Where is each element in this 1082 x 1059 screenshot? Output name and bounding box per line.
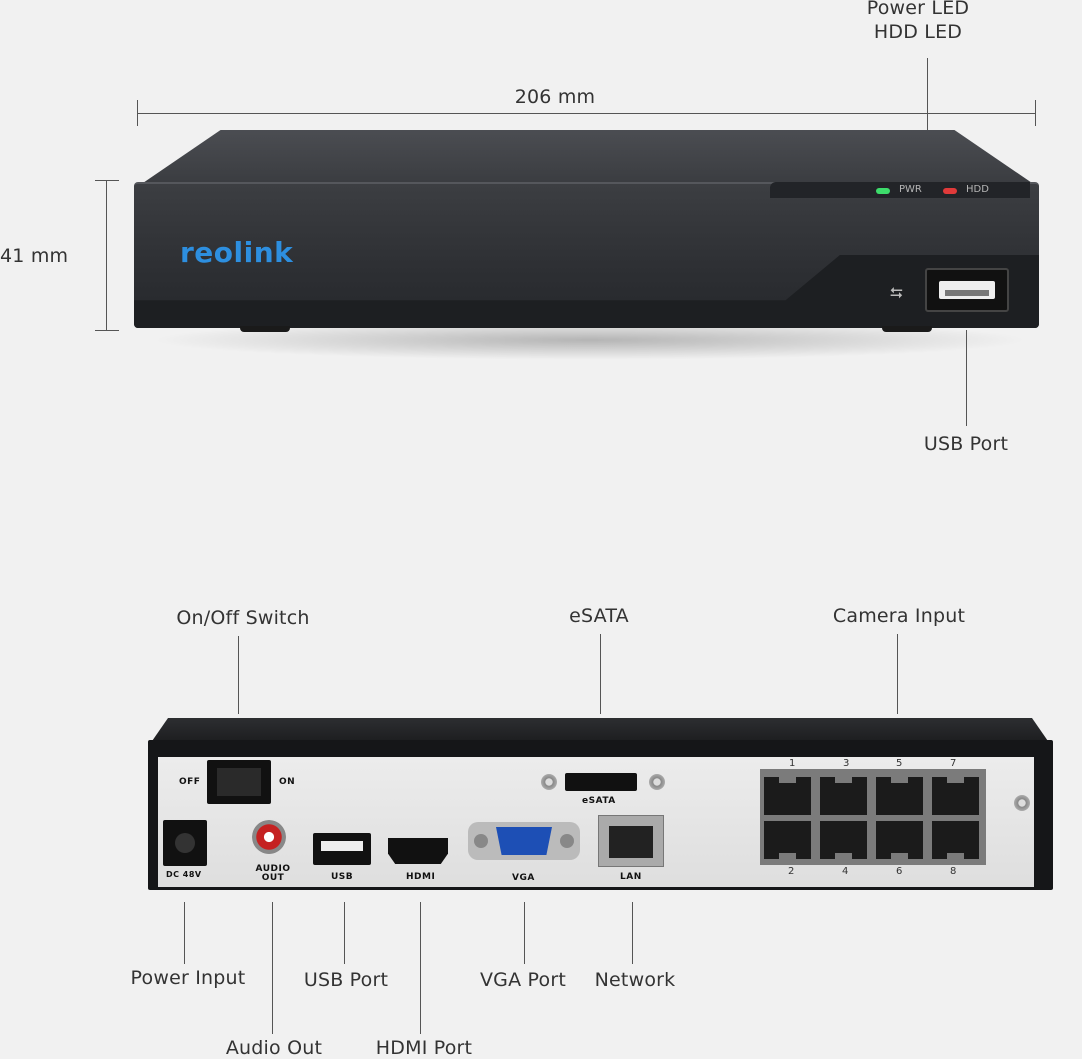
- vga-port: [468, 822, 580, 860]
- led-strip: [770, 182, 1030, 198]
- power-led-callout: Power LED: [866, 0, 970, 19]
- port-number-2: 2: [788, 866, 795, 877]
- esata-callout-line: [600, 634, 601, 714]
- port-number-4: 4: [842, 866, 849, 877]
- height-dimension-tick-top: [95, 180, 119, 181]
- dc-power-jack: [163, 820, 207, 866]
- width-dimension-label: 206 mm: [514, 86, 596, 108]
- width-dimension-line: [137, 113, 1035, 114]
- port-number-8: 8: [950, 866, 957, 877]
- poe-port-6: [876, 821, 923, 859]
- network-callout-line: [632, 902, 633, 964]
- rear-usb-port: [313, 833, 371, 865]
- hdmi-port-callout: HDMI Port: [375, 1037, 473, 1059]
- rear-usb-callout: USB Port: [303, 969, 389, 991]
- height-dimension-line: [106, 180, 107, 330]
- network-callout: Network: [594, 969, 676, 991]
- power-input-callout-line: [184, 902, 185, 964]
- nvr-rear-top: [150, 718, 1050, 744]
- width-dimension-tick-right: [1035, 100, 1036, 126]
- nvr-top-panel: [140, 130, 1035, 185]
- esata-screw-left-icon: [541, 774, 557, 790]
- audio-out-callout-line: [272, 902, 273, 1034]
- vga-callout-line: [524, 902, 525, 964]
- audio-out-jack: [252, 820, 286, 854]
- hdmi-port: [388, 838, 448, 864]
- lan-label: LAN: [620, 872, 642, 882]
- camera-input-callout: Camera Input: [832, 605, 966, 627]
- lan-port: [598, 815, 664, 867]
- power-input-callout: Power Input: [130, 967, 246, 989]
- poe-port-3: [820, 777, 867, 815]
- esata-label: eSATA: [582, 796, 616, 806]
- audio-out-label: AUDIO OUT: [255, 864, 291, 883]
- dc-label: DC 48V: [166, 870, 202, 879]
- reolink-logo: reolink: [180, 236, 294, 269]
- poe-port-4: [820, 821, 867, 859]
- pwr-led-icon: [876, 188, 890, 194]
- esata-port: [565, 773, 637, 791]
- usb-label: USB: [331, 872, 354, 882]
- off-label: OFF: [179, 777, 201, 787]
- poe-port-8: [932, 821, 979, 859]
- camera-input-callout-line: [897, 634, 898, 714]
- vga-label: VGA: [512, 873, 535, 883]
- usb-port-callout-line: [344, 902, 345, 964]
- port-number-3: 3: [843, 758, 850, 769]
- usb-symbol-icon: ⮀: [890, 283, 903, 302]
- switch-callout-line: [238, 636, 239, 714]
- vga-port-callout: VGA Port: [479, 969, 567, 991]
- poe-port-1: [764, 777, 811, 815]
- poe-port-5: [876, 777, 923, 815]
- power-switch: [207, 760, 271, 804]
- camera-input-ports: [760, 769, 986, 865]
- esata-screw-right-icon: [649, 774, 665, 790]
- hdd-led-callout: HDD LED: [873, 21, 963, 43]
- usb-callout-line: [966, 330, 967, 426]
- hdmi-label: HDMI: [406, 872, 436, 882]
- port-number-5: 5: [896, 758, 903, 769]
- led-callout-line: [927, 58, 928, 130]
- hdmi-callout-line: [420, 902, 421, 1034]
- esata-callout: eSATA: [569, 605, 629, 627]
- height-dimension-tick-bottom: [95, 330, 119, 331]
- pwr-led-label: PWR: [899, 184, 922, 195]
- hdd-led-label: HDD: [966, 184, 989, 195]
- side-screw-icon: [1014, 795, 1030, 811]
- height-dimension-label: 41 mm: [0, 245, 69, 267]
- port-number-7: 7: [950, 758, 957, 769]
- poe-port-7: [932, 777, 979, 815]
- port-number-1: 1: [789, 758, 796, 769]
- port-number-6: 6: [896, 866, 903, 877]
- on-off-switch-callout: On/Off Switch: [176, 607, 310, 629]
- audio-out-callout: Audio Out: [225, 1037, 323, 1059]
- nvr-foot-left: [240, 326, 290, 332]
- width-dimension-tick-left: [137, 100, 138, 126]
- front-usb-port: [925, 268, 1009, 312]
- hdd-led-icon: [943, 188, 957, 194]
- nvr-foot-right: [882, 326, 932, 332]
- front-usb-callout: USB Port: [923, 433, 1009, 455]
- on-label: ON: [279, 777, 296, 787]
- poe-port-2: [764, 821, 811, 859]
